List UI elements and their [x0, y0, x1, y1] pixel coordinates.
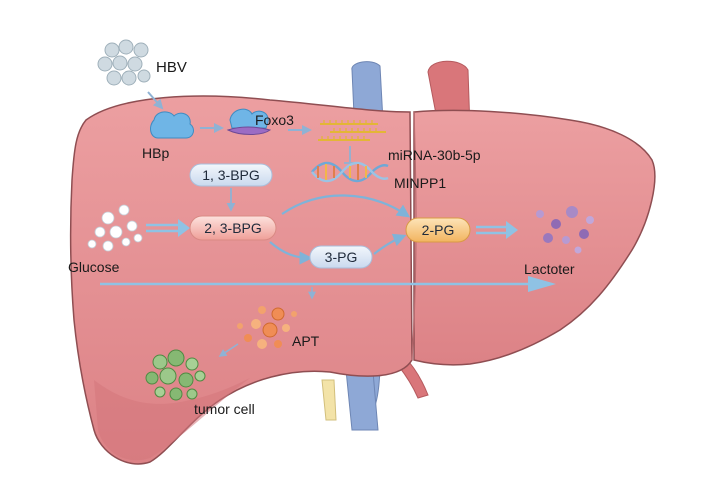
lactoter-label: Lactoter	[524, 261, 575, 277]
main-flow-arrow	[100, 276, 556, 292]
mirna-strands-icon	[318, 120, 386, 141]
bpg23-to-pg3-arrow	[269, 241, 313, 265]
mirna-label: miRNA-30b-5p	[388, 147, 481, 163]
liver-small-lobe	[413, 109, 656, 366]
foxo3-label: Foxo3	[255, 112, 294, 128]
bpg13-pill	[189, 163, 273, 187]
apt-to-tumor-arrow	[218, 343, 239, 357]
pg2-label: 2-PG	[422, 222, 455, 238]
apt-label: APT	[292, 333, 320, 349]
glucose-to-bpg23-arrow	[146, 219, 190, 237]
minpp1-label: MINPP1	[394, 175, 446, 191]
glucose-label: Glucose	[68, 259, 120, 275]
bile-duct	[321, 379, 337, 421]
tumor-cells-icon	[145, 349, 206, 401]
hbp-protein-icon	[150, 111, 194, 139]
bpg23-to-pg2-arrow	[281, 194, 411, 218]
apt-molecules-icon	[237, 306, 297, 349]
hbv-label: HBV	[156, 59, 187, 76]
liver-shadow	[94, 378, 250, 461]
pg2-pill	[405, 217, 471, 243]
hbv-virus-icon	[97, 39, 151, 86]
pg3-to-pg2-arrow	[373, 233, 407, 255]
bpg23-label: 2, 3-BPG	[204, 220, 262, 236]
glucose-molecules-icon	[87, 204, 143, 252]
bpg13-label: 1, 3-BPG	[202, 167, 260, 183]
pg3-pill	[309, 245, 373, 269]
hbv-to-hbp-arrow	[147, 91, 164, 110]
foxo3-complex-icon	[226, 108, 272, 135]
hbp-label: HBp	[142, 145, 169, 161]
dna-helix-icon	[311, 161, 389, 183]
pg3-label: 3-PG	[325, 249, 358, 265]
pg2-to-lactate-arrow	[476, 221, 518, 239]
tumor-cell-label: tumor cell	[194, 401, 255, 417]
lactate-molecules-icon	[536, 206, 594, 254]
